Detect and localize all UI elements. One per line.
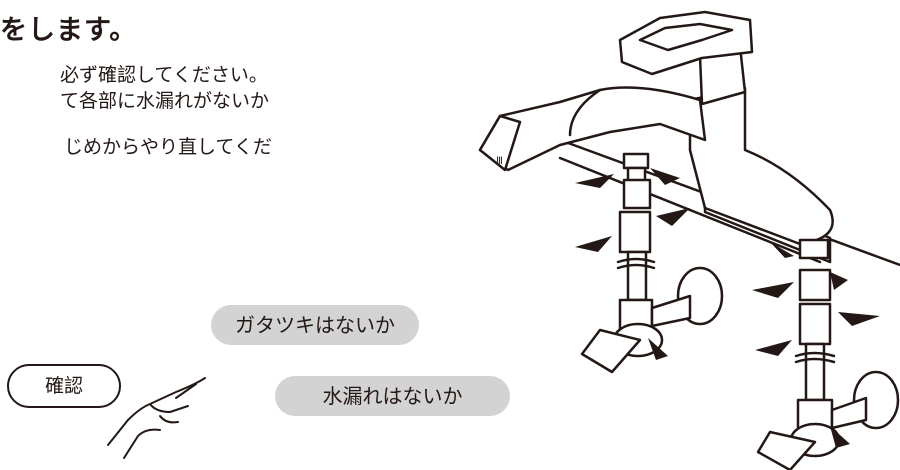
instruction-line: 必ず確認してください。	[60, 64, 268, 86]
instruction-line: て各部に水漏れがないか	[60, 90, 270, 112]
hand-pointing-icon	[107, 377, 206, 459]
confirm-badge: 確認	[7, 364, 121, 408]
section-heading: をします。	[0, 15, 138, 46]
check-stability-pill: ガタツキはないか	[211, 305, 419, 345]
check-leak-pill: 水漏れはないか	[275, 376, 510, 416]
faucet-label: Ⅲ	[496, 156, 503, 167]
inspection-arrow-icon	[575, 168, 880, 448]
instruction-line: じめからやり直してくだ	[64, 136, 272, 158]
instruction-text: 必ず確認してください。 て各部に水漏れがないか じめからやり直してくだ	[0, 62, 272, 160]
